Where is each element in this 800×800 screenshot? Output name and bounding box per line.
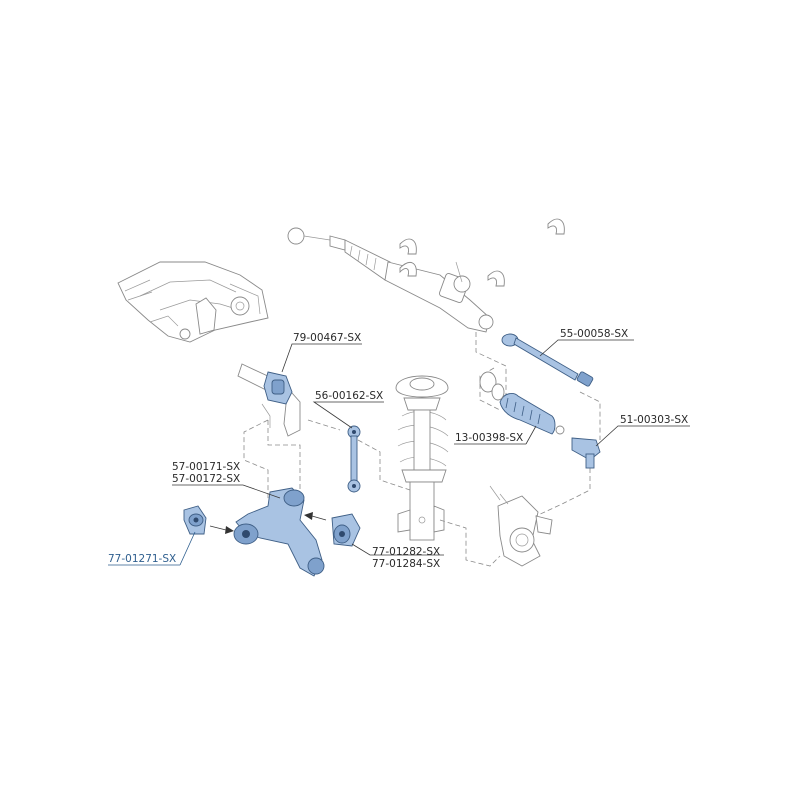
assembly-arrows	[209, 512, 327, 534]
part-labels: 79-00467-SX 56-00162-SX 55-00058-SX 51-0…	[108, 328, 688, 570]
label-rear-bush-1: 77-01282-SX	[372, 546, 440, 558]
front-bush	[183, 505, 207, 535]
rear-bush	[331, 513, 361, 547]
outer-tie-rod-end	[571, 437, 601, 469]
steering-boot	[479, 371, 565, 435]
label-rear-bush-2: 77-01284-SX	[372, 558, 440, 570]
anti-roll-bar-bush	[263, 371, 293, 405]
label-front-bush: 77-01271-SX	[108, 553, 176, 565]
lower-control-arm	[233, 487, 325, 577]
strut-spring-illustration	[395, 375, 449, 541]
leader-lines	[108, 339, 690, 566]
steering-rack-illustration	[287, 218, 565, 333]
label-stabilizer-link: 56-00162-SX	[315, 390, 383, 402]
label-inner-tie-rod: 55-00058-SX	[560, 328, 628, 340]
steering-knuckle-illustration	[489, 485, 553, 567]
label-steering-boot: 13-00398-SX	[455, 432, 523, 444]
stabilizer-link	[347, 425, 361, 493]
inner-tie-rod	[501, 333, 594, 387]
label-anti-roll-bar-bush: 79-00467-SX	[293, 332, 361, 344]
label-control-arm-left: 57-00171-SX	[172, 461, 240, 473]
label-control-arm-right: 57-00172-SX	[172, 473, 240, 485]
label-outer-tie-rod-end: 51-00303-SX	[620, 414, 688, 426]
subframe-illustration	[117, 261, 269, 343]
